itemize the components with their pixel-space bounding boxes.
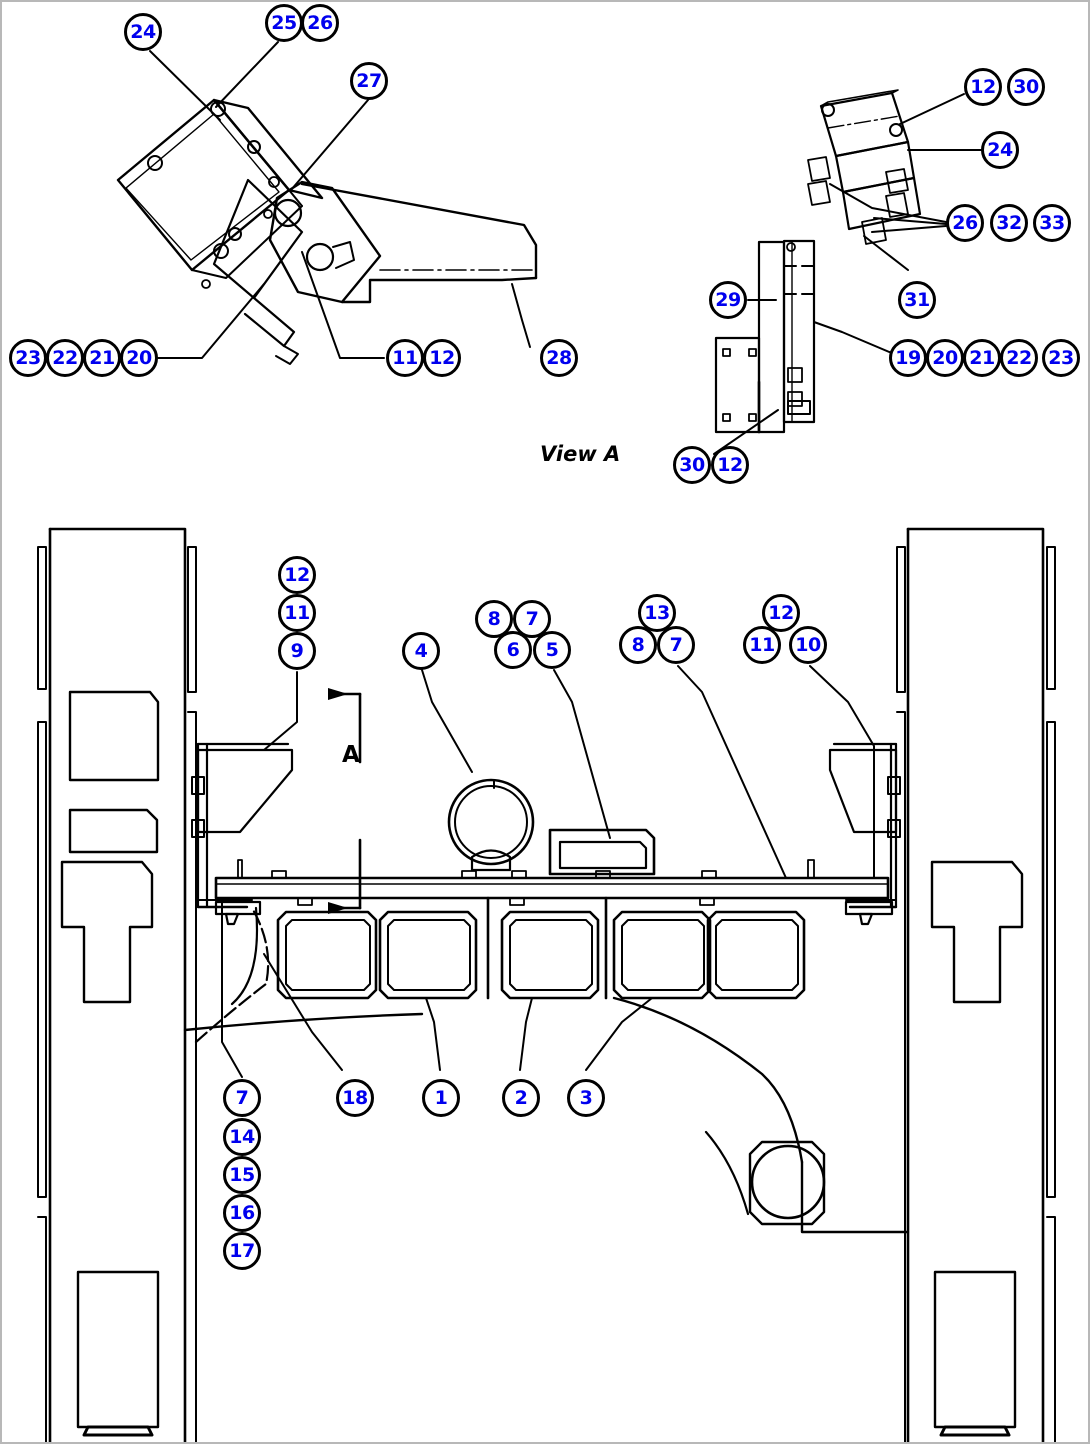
callout-bubble-12[interactable]: 12 — [762, 594, 800, 632]
callout-bubble-20[interactable]: 20 — [120, 339, 158, 377]
callout-bubble-6[interactable]: 6 — [494, 631, 532, 669]
round-light — [447, 778, 535, 872]
main-view-leaders — [221, 665, 875, 1078]
callout-bubble-11[interactable]: 11 — [743, 626, 781, 664]
callout-bubble-25[interactable]: 25 — [265, 4, 303, 42]
callout-bubble-29[interactable]: 29 — [709, 281, 747, 319]
rectangular-light-box — [548, 828, 656, 876]
callout-bubble-24[interactable]: 24 — [981, 131, 1019, 169]
section-a-label: A — [342, 742, 360, 768]
callout-bubble-27[interactable]: 27 — [350, 62, 388, 100]
callout-bubble-18[interactable]: 18 — [336, 1079, 374, 1117]
top-right-leaders — [713, 93, 983, 455]
callout-bubble-22[interactable]: 22 — [46, 339, 84, 377]
callout-bubble-23[interactable]: 23 — [9, 339, 47, 377]
lamp-modules — [276, 896, 806, 1000]
callout-bubble-7[interactable]: 7 — [657, 626, 695, 664]
callout-bubble-26[interactable]: 26 — [946, 204, 984, 242]
callout-bubble-14[interactable]: 14 — [223, 1118, 261, 1156]
callout-bubble-15[interactable]: 15 — [223, 1156, 261, 1194]
top-right-assembly — [714, 89, 922, 434]
callout-bubble-12[interactable]: 12 — [964, 68, 1002, 106]
callout-bubble-8[interactable]: 8 — [475, 600, 513, 638]
callout-bubble-22[interactable]: 22 — [1000, 339, 1038, 377]
light-bar — [214, 859, 894, 926]
callout-bubble-21[interactable]: 21 — [83, 339, 121, 377]
top-left-leaders — [149, 41, 531, 359]
callout-bubble-16[interactable]: 16 — [223, 1194, 261, 1232]
callout-bubble-23[interactable]: 23 — [1042, 339, 1080, 377]
callout-bubble-20[interactable]: 20 — [926, 339, 964, 377]
callout-bubble-24[interactable]: 24 — [124, 13, 162, 51]
section-arrows — [328, 688, 348, 914]
right-upright — [896, 527, 1056, 1442]
callout-bubble-12[interactable]: 12 — [423, 339, 461, 377]
callout-bubble-10[interactable]: 10 — [789, 626, 827, 664]
view-a-label: View A — [540, 442, 621, 466]
top-left-assembly — [116, 98, 538, 365]
callout-bubble-30[interactable]: 30 — [673, 446, 711, 484]
callout-bubble-8[interactable]: 8 — [619, 626, 657, 664]
callout-bubble-32[interactable]: 32 — [990, 204, 1028, 242]
callout-bubble-13[interactable]: 13 — [638, 594, 676, 632]
callout-bubble-31[interactable]: 31 — [898, 281, 936, 319]
callout-bubble-19[interactable]: 19 — [889, 339, 927, 377]
callout-bubble-21[interactable]: 21 — [963, 339, 1001, 377]
callout-bubble-11[interactable]: 11 — [278, 594, 316, 632]
callout-bubble-1[interactable]: 1 — [422, 1079, 460, 1117]
callout-bubble-12[interactable]: 12 — [711, 446, 749, 484]
callout-bubble-30[interactable]: 30 — [1007, 68, 1045, 106]
callout-bubble-9[interactable]: 9 — [278, 632, 316, 670]
callout-bubble-4[interactable]: 4 — [402, 632, 440, 670]
left-mount-bracket — [191, 742, 294, 909]
right-mount-bracket — [828, 742, 901, 909]
callout-bubble-17[interactable]: 17 — [223, 1232, 261, 1270]
callout-bubble-12[interactable]: 12 — [278, 556, 316, 594]
callout-bubble-5[interactable]: 5 — [533, 631, 571, 669]
callout-bubble-26[interactable]: 26 — [301, 4, 339, 42]
callout-bubble-33[interactable]: 33 — [1033, 204, 1071, 242]
hood-contour — [183, 906, 910, 1234]
left-upright — [37, 527, 197, 1442]
callout-bubble-11[interactable]: 11 — [386, 339, 424, 377]
callout-bubble-28[interactable]: 28 — [540, 339, 578, 377]
callout-bubble-2[interactable]: 2 — [502, 1079, 540, 1117]
section-line-a — [330, 692, 362, 910]
callout-bubble-7[interactable]: 7 — [223, 1079, 261, 1117]
callout-bubble-3[interactable]: 3 — [567, 1079, 605, 1117]
